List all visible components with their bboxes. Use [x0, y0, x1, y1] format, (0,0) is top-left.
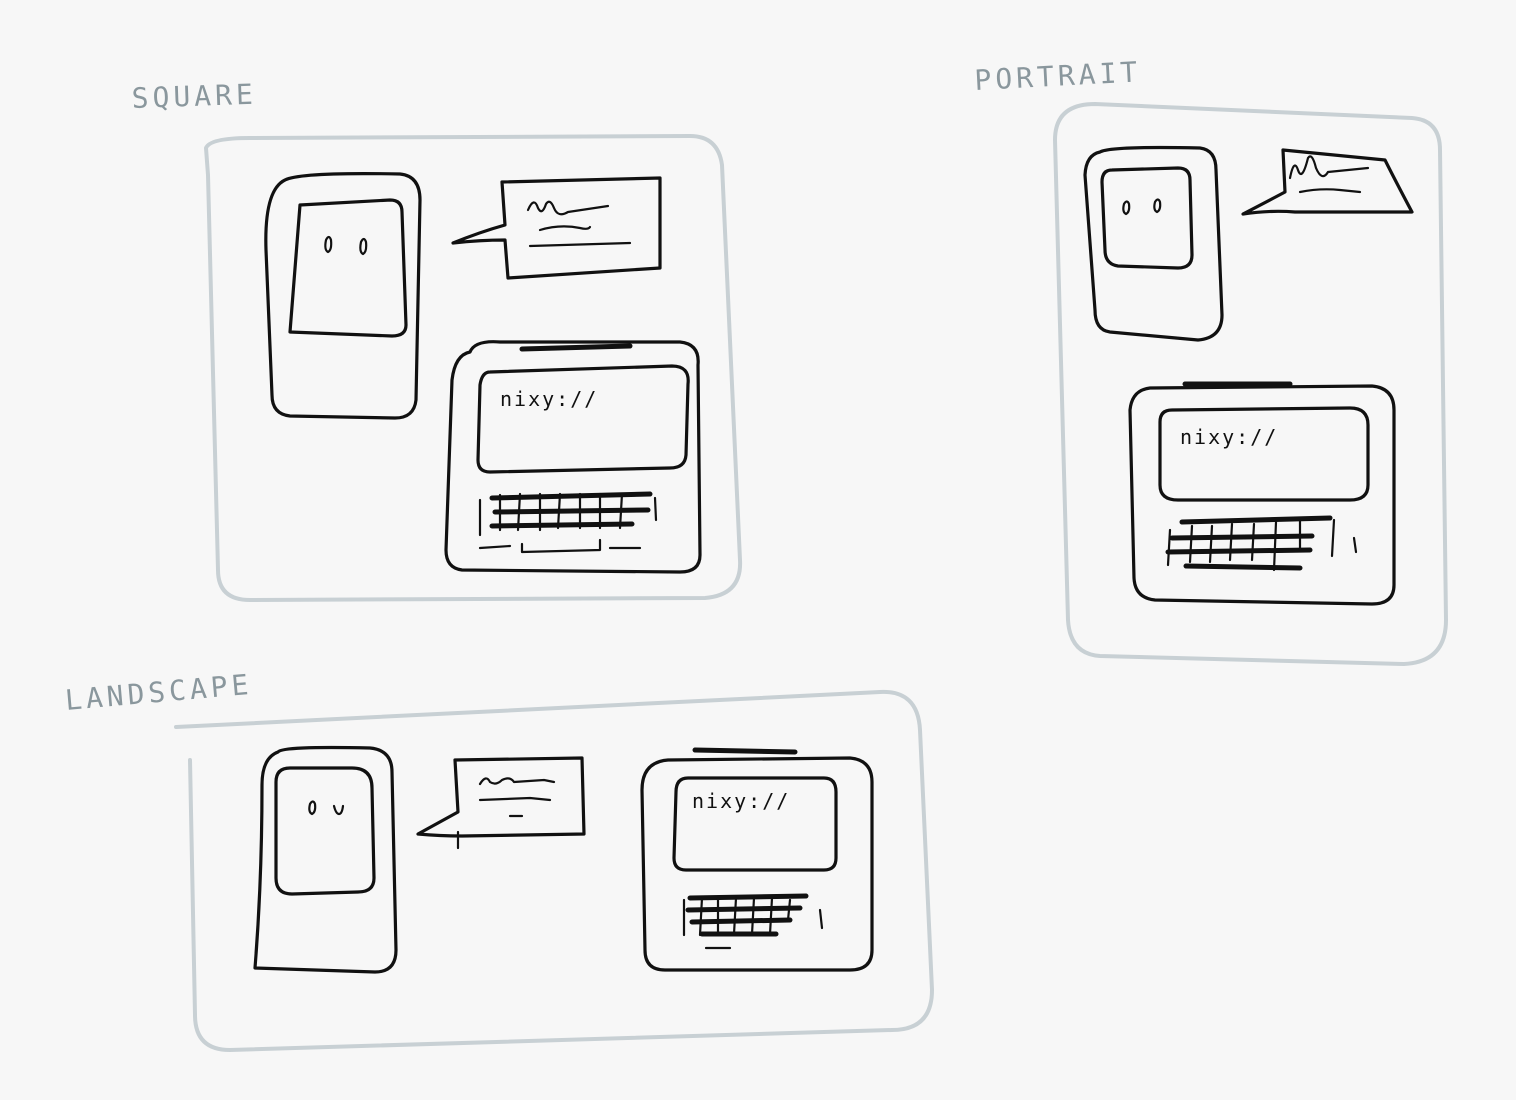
landscape-phone-eye-right — [332, 804, 345, 816]
landscape-laptop: nixy:// — [640, 747, 874, 972]
portrait-phone-eye-right — [1153, 198, 1162, 214]
portrait-laptop: nixy:// — [1128, 381, 1396, 606]
portrait-phone — [1083, 145, 1224, 342]
landscape-label: LANDSCAPE — [64, 668, 254, 717]
landscape-url-text: nixy:// — [692, 789, 790, 813]
landscape-phone-eye-left — [308, 800, 317, 816]
square-keyboard — [478, 491, 658, 554]
square-url-text: nixy:// — [500, 387, 598, 411]
portrait-label: PORTRAIT — [974, 55, 1142, 97]
square-frame — [204, 134, 743, 602]
portrait-keyboard — [1165, 515, 1358, 572]
square-layout: SQUARE nixy:// — [131, 78, 743, 602]
landscape-keyboard — [682, 893, 824, 950]
landscape-frame — [174, 689, 934, 1052]
square-speech-bubble — [451, 176, 662, 280]
portrait-url-text: nixy:// — [1180, 425, 1278, 449]
square-phone — [264, 172, 422, 420]
square-phone-eye-right — [359, 237, 368, 256]
landscape-layout: LANDSCAPE nixy:// — [64, 668, 934, 1052]
landscape-phone — [253, 745, 398, 974]
portrait-phone-eye-left — [1122, 200, 1131, 216]
portrait-layout: PORTRAIT nixy:// — [974, 55, 1448, 666]
square-laptop: nixy:// — [444, 340, 702, 574]
landscape-speech-bubble — [416, 756, 586, 850]
portrait-frame — [1053, 102, 1448, 666]
square-label: SQUARE — [131, 78, 257, 115]
square-phone-eye-left — [324, 235, 333, 254]
portrait-speech-bubble — [1241, 148, 1414, 216]
